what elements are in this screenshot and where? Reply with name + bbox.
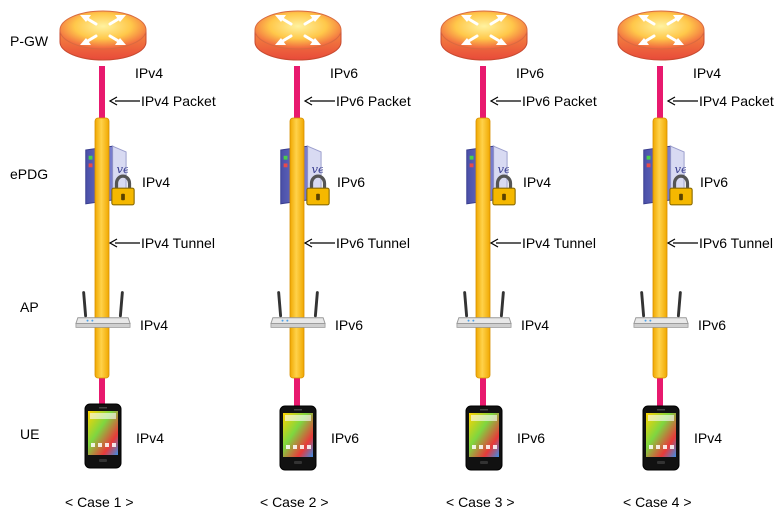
packet-label: IPv6 Packet [522,93,597,109]
tunnel-label: IPv4 Tunnel [522,235,596,251]
case-caption: < Case 4 > [623,494,692,510]
ue-ip-label: IPv6 [517,430,546,446]
ue-ip-label: IPv6 [331,430,360,446]
packet-label: IPv4 Packet [141,93,216,109]
packet-label: IPv6 Packet [336,93,411,109]
packet-label: IPv4 Packet [699,93,774,109]
arrow-left-icon [303,96,335,106]
row-label-ap: AP [20,299,39,315]
arrow-left-icon [108,238,140,248]
epdg-ip-label: IPv4 [523,174,552,190]
arrow-left-icon [108,96,140,106]
tunnel-bar [652,117,668,379]
case-caption: < Case 1 > [65,494,134,510]
arrow-left-icon [666,96,698,106]
router-icon [616,9,706,62]
router-icon [439,9,529,62]
case-caption: < Case 3 > [446,494,515,510]
phone-icon [279,405,317,471]
ue-ip-label: IPv4 [694,430,723,446]
pgw-ip-label: IPv4 [693,65,722,81]
ue-ip-label: IPv4 [136,430,165,446]
epdg-ip-label: IPv4 [142,174,171,190]
tunnel-bar [289,117,305,379]
router-icon [58,9,148,62]
arrow-left-icon [489,238,521,248]
case-column-3 [439,9,529,471]
tunnel-bar [94,117,110,379]
tunnel-label: IPv4 Tunnel [141,235,215,251]
tunnel-label: IPv6 Tunnel [336,235,410,251]
case-column-1 [58,9,148,469]
case-column-4 [616,9,706,471]
arrow-left-icon [666,238,698,248]
arrow-left-icon [303,238,335,248]
tunnel-bar [475,117,491,379]
router-icon [253,9,343,62]
pgw-ip-label: IPv4 [135,65,164,81]
case-column-2 [253,9,343,471]
row-label-ue: UE [20,426,40,442]
pgw-ip-label: IPv6 [516,65,545,81]
row-label-epdg: ePDG [10,166,49,182]
epdg-ip-label: IPv6 [700,174,729,190]
epdg-ip-label: IPv6 [337,174,366,190]
tunnel-label: IPv6 Tunnel [699,235,773,251]
phone-icon [642,405,680,471]
arrow-left-icon [489,96,521,106]
pgw-ip-label: IPv6 [330,65,359,81]
phone-icon [84,403,122,469]
ap-ip-label: IPv6 [335,317,364,333]
case-caption: < Case 2 > [260,494,329,510]
ap-ip-label: IPv4 [521,317,550,333]
phone-icon [465,405,503,471]
ap-ip-label: IPv4 [140,317,169,333]
row-label-pgw: P-GW [10,33,49,49]
ap-ip-label: IPv6 [698,317,727,333]
